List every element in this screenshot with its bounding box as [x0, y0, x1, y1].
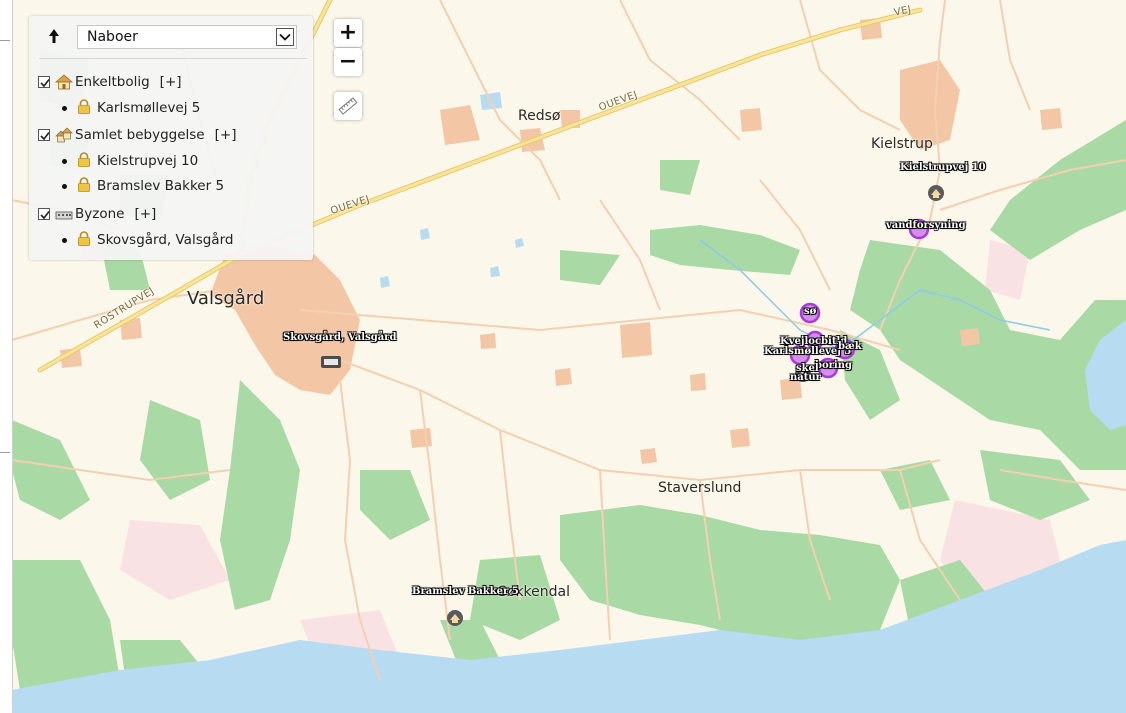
layer-panel-header: Naboer [29, 16, 313, 58]
bullet [62, 238, 67, 243]
town-icon [55, 211, 73, 220]
expand-enkeltbolig[interactable]: [+] [159, 74, 182, 90]
panel-divider [39, 58, 307, 59]
marker-label-kielstrupvej: Kielstrupvej 10 [900, 162, 986, 173]
bullet [62, 106, 67, 111]
minor-roads [11, 0, 1126, 681]
houses-marker-kielstrupvej[interactable] [928, 185, 944, 201]
item-label: Skovsgård, Valsgård [97, 232, 234, 248]
marker-label-baek: bæk [838, 341, 862, 352]
bullet [62, 159, 67, 164]
zoom-out-button[interactable]: − [334, 48, 362, 76]
checkbox-enkeltbolig[interactable] [38, 76, 50, 88]
marker-boring[interactable] [817, 357, 839, 379]
zoom-in-label: + [338, 20, 358, 45]
town-marker-skovsgard[interactable] [321, 356, 341, 368]
marker-label-skel: skel [796, 363, 819, 374]
up-arrow-icon[interactable] [47, 27, 61, 45]
lock-icon [78, 231, 90, 246]
list-item[interactable]: Kielstrupvej 10 [29, 151, 313, 171]
checkbox-byzone[interactable] [38, 208, 50, 220]
chevron-down-icon[interactable] [276, 28, 294, 46]
lock-icon [78, 152, 90, 167]
layer-group-select[interactable]: Naboer [77, 25, 297, 49]
layer-panel: Naboer Enkeltbolig [+] Karlsmøllevej 5 [29, 16, 313, 260]
zoom-out-label: − [338, 49, 358, 74]
marker-label-natur: natur [790, 372, 821, 383]
lock-icon [78, 99, 90, 114]
place-label-redso: Redsø [518, 108, 561, 124]
houses-icon [55, 127, 73, 143]
place-label-staverslund: Staverslund [658, 480, 742, 496]
marker-label-boring: boring [815, 360, 852, 371]
markers [789, 218, 930, 379]
item-label: Bramslev Bakker 5 [97, 178, 225, 194]
water-areas [12, 92, 1126, 713]
ruler-icon [338, 97, 358, 115]
building-markers [321, 185, 944, 626]
category-label-samlet-bebyggelse: Samlet bebyggelse [75, 127, 205, 143]
frame-tick [0, 40, 10, 41]
item-label: Karlsmøllevej 5 [97, 100, 201, 116]
marker-vandforsyning[interactable] [908, 218, 930, 240]
place-label-sokkendal: Søkkendal [498, 584, 571, 600]
category-enkeltbolig: Enkeltbolig [+] [29, 73, 313, 93]
marker-label-kvejloc: Kvejlocbitld [780, 336, 848, 347]
category-label-enkeltbolig: Enkeltbolig [75, 74, 150, 90]
layer-group-select-value: Naboer [87, 29, 138, 45]
marker-kvejloc-ring[interactable] [805, 330, 825, 350]
marker-baek[interactable] [834, 338, 856, 360]
category-byzone: Byzone [+] [29, 205, 313, 225]
marker-so[interactable] [799, 302, 821, 324]
frame-tick [0, 452, 10, 453]
lock-icon [78, 177, 90, 192]
house-icon [55, 74, 73, 90]
marker-label-so: sø [804, 306, 817, 317]
marker-label-karlsmollevej: Karlsmøllevej 5 [764, 346, 852, 357]
marker-label-skovsgard: Skovsgård, Valsgård [283, 332, 397, 343]
expand-samlet-bebyggelse[interactable]: [+] [214, 127, 237, 143]
marker-label-bramslev: Bramslev Bakker 5 [412, 586, 519, 597]
measure-button[interactable] [334, 92, 362, 120]
list-item[interactable]: Skovsgård, Valsgård [29, 230, 313, 250]
place-label-valsgard: Valsgård [187, 288, 265, 309]
list-item[interactable]: Bramslev Bakker 5 [29, 176, 313, 196]
zoom-in-button[interactable]: + [334, 19, 362, 47]
place-label-kielstrup: Kielstrup [871, 136, 933, 152]
category-samlet-bebyggelse: Samlet bebyggelse [+] [29, 126, 313, 146]
category-label-byzone: Byzone [75, 206, 125, 222]
bullet [62, 184, 67, 189]
list-item[interactable]: Karlsmøllevej 5 [29, 98, 313, 118]
expand-byzone[interactable]: [+] [134, 206, 157, 222]
marker-label-vandforsyning: vandforsyning [886, 220, 966, 231]
left-frame [0, 0, 13, 713]
houses-marker-bramslev[interactable] [447, 610, 463, 626]
stream [699, 239, 1051, 351]
checkbox-samlet-bebyggelse[interactable] [38, 129, 50, 141]
item-label: Kielstrupvej 10 [97, 153, 199, 169]
house-marker-karlsmollevej[interactable] [795, 366, 811, 382]
marker-karlsmollevej-ring[interactable] [789, 344, 811, 366]
